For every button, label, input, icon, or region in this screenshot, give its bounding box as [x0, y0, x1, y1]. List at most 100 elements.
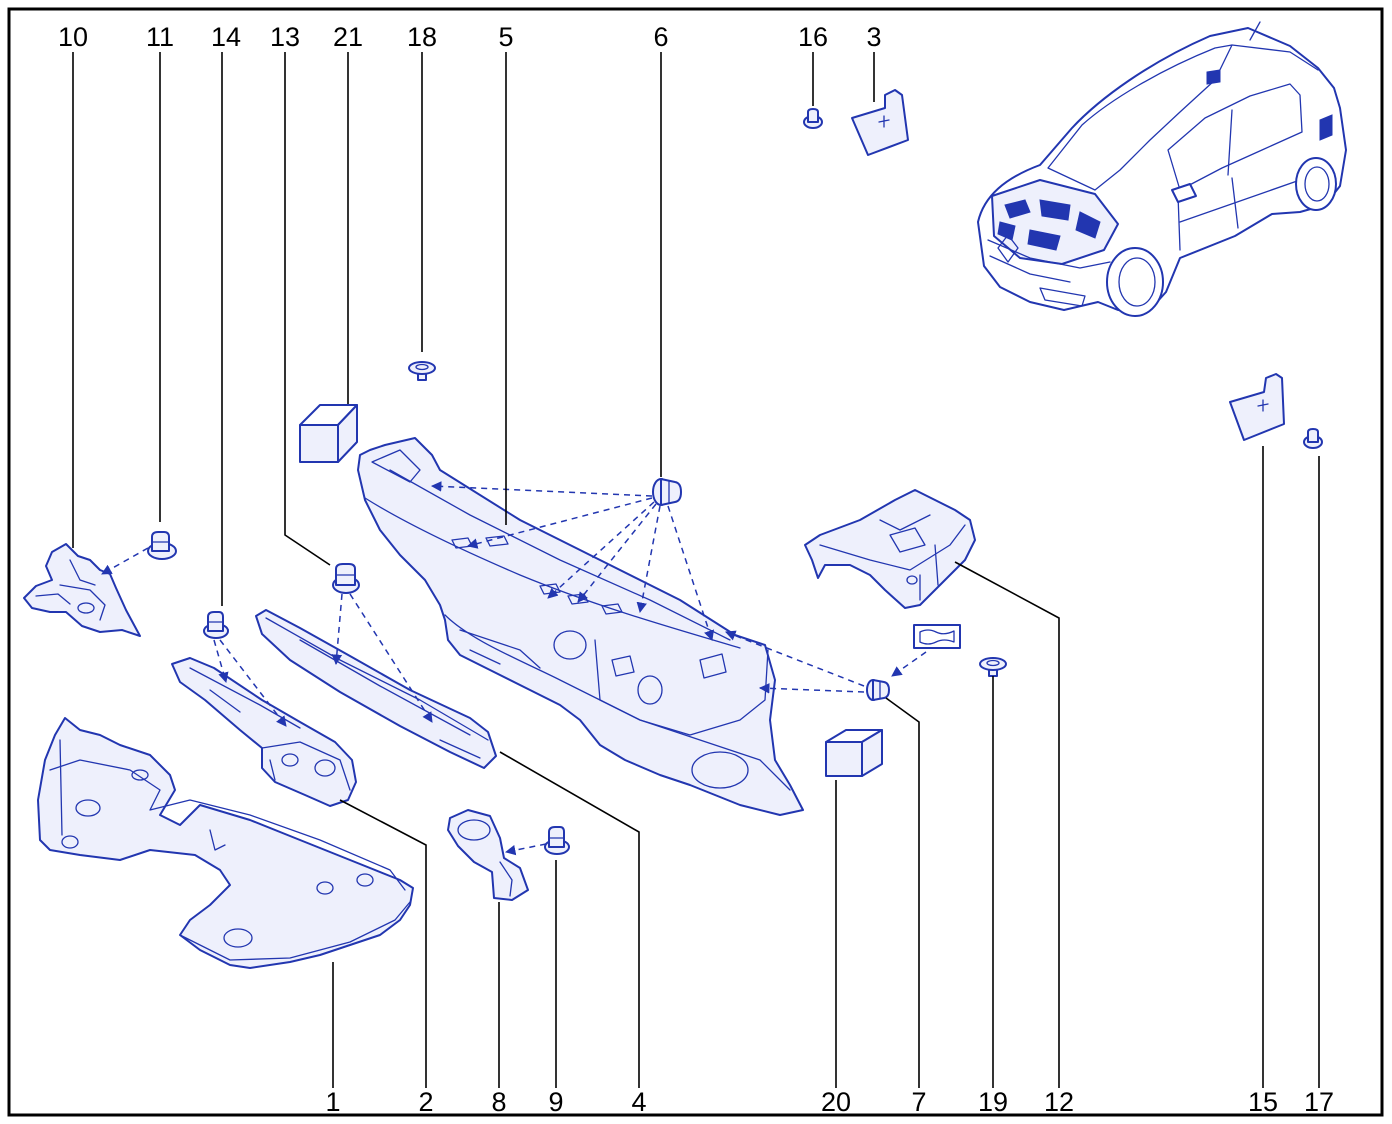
- callout-10: 10: [58, 22, 88, 52]
- part-16-clip-detail: [807, 108, 819, 123]
- vehicle-rear-light: [1319, 114, 1333, 141]
- gasket: [913, 624, 961, 649]
- callout-20: 20: [821, 1087, 851, 1117]
- part-1-panel-detail: [61, 835, 79, 849]
- part-15-tag-detail: [1229, 373, 1285, 441]
- part-8-bracket-detail: [499, 861, 513, 897]
- part-12-panel-detail: [919, 544, 939, 601]
- part-2-bracket: [171, 657, 357, 807]
- vehicle-illustration: [977, 21, 1347, 317]
- part-10-detail: [77, 602, 95, 614]
- part-10: [23, 543, 141, 637]
- part-21-block-detail: [337, 404, 358, 463]
- part-18-clip-detail: [408, 361, 436, 375]
- vehicle-door-lines: [1177, 177, 1301, 251]
- vehicle-rear-wheel-hub: [1304, 166, 1330, 202]
- part-2-bracket-detail: [314, 759, 336, 777]
- part-5-panel-detail: [691, 751, 749, 789]
- part-20-block: [825, 729, 883, 777]
- part-5-panel-detail: [357, 437, 804, 816]
- callout-4: 4: [631, 1087, 646, 1117]
- dashed-arrow-14-to-2-b: [219, 639, 287, 727]
- part-1-panel-detail: [179, 901, 411, 961]
- part-5-panel-detail: [611, 653, 727, 679]
- part-19-clip: [979, 657, 1007, 677]
- part-1-panel-detail: [316, 881, 334, 895]
- part-18-clip: [408, 361, 436, 381]
- part-10-detail: [59, 584, 106, 621]
- callout-5: 5: [498, 22, 513, 52]
- callout-1: 1: [325, 1087, 340, 1117]
- vehicle-windshield: [1047, 44, 1233, 191]
- part-3-tag-detail: [851, 89, 909, 156]
- vehicle-roof-marker: [1206, 69, 1221, 85]
- part-4-strip: [255, 609, 497, 769]
- callout-7: 7: [911, 1087, 926, 1117]
- dashed-arrow-6-to-5-c: [547, 501, 655, 599]
- part-5-panel: [357, 437, 804, 816]
- callout-9: 9: [548, 1087, 563, 1117]
- dashed-arrow-6-to-5-e: [636, 505, 661, 614]
- part-20-block-detail: [825, 741, 863, 777]
- part-2-bracket-detail: [281, 753, 299, 767]
- callout-18: 18: [407, 22, 437, 52]
- callout-12: 12: [1044, 1087, 1074, 1117]
- part-12-panel-detail: [906, 575, 918, 585]
- part-20-block-detail: [861, 729, 883, 777]
- part-2-bracket-detail: [209, 689, 276, 781]
- vehicle-logo: [997, 234, 1019, 263]
- part-5-panel-detail: [553, 630, 587, 660]
- part-12-panel-detail: [804, 489, 976, 609]
- part-10-detail: [23, 543, 141, 637]
- part-8-bracket-detail: [457, 819, 491, 841]
- gasket-detail: [913, 624, 961, 649]
- part-19-clip-detail: [986, 659, 1000, 667]
- vehicle-engine-components: [997, 199, 1101, 251]
- part-5-panel-detail: [371, 449, 421, 483]
- part-1-panel: [37, 717, 414, 969]
- diagram-frame: [7, 7, 1384, 1117]
- part-10-detail: [35, 593, 71, 605]
- part-5-panel-detail: [637, 675, 663, 705]
- part-6-clip: [652, 478, 682, 506]
- dashed-arrow-7-to-5-b: [758, 683, 865, 694]
- part-7-clip: [866, 679, 890, 701]
- part-1-panel-detail: [356, 873, 374, 887]
- callout-3: 3: [866, 22, 881, 52]
- dashed-arrow-6-to-5-d: [577, 503, 657, 603]
- part-12-panel: [804, 489, 976, 609]
- vehicle-b-pillar: [1227, 109, 1233, 176]
- callout-8: 8: [491, 1087, 506, 1117]
- vehicle-mirror: [1171, 183, 1197, 203]
- part-15-tag: [1229, 373, 1285, 441]
- vehicle-headlight: [1039, 287, 1086, 307]
- leader-line-7: [885, 697, 920, 1088]
- dashed-arrow-6-to-5-b: [466, 497, 653, 549]
- leader-line-4: [499, 751, 640, 1088]
- part-15-tag-detail: [1257, 399, 1269, 412]
- part-6-clip-detail: [660, 478, 682, 506]
- part-12-panel-detail: [819, 524, 966, 571]
- dashed-arrow-11-to-10: [101, 547, 149, 575]
- part-14-clip: [203, 611, 229, 639]
- part-8-bracket-detail: [447, 809, 529, 901]
- part-5-panel-detail: [364, 497, 741, 649]
- dashed-arrow-13-to-4-b: [349, 593, 433, 723]
- dashed-arrow-gasket-to-7: [891, 651, 927, 677]
- callout-17: 17: [1304, 1087, 1334, 1117]
- leader-line-2: [339, 799, 427, 1088]
- dashed-arrow-14-to-2-a: [213, 639, 229, 684]
- leader-line-12: [954, 561, 1060, 1088]
- dashed-arrow-13-to-4-a: [331, 593, 343, 666]
- callout-6: 6: [653, 22, 668, 52]
- part-1-panel-detail: [49, 759, 406, 891]
- callout-21: 21: [333, 22, 363, 52]
- callout-11: 11: [146, 22, 174, 52]
- part-5-panel-detail: [389, 469, 731, 641]
- part-7-clip-detail: [872, 679, 890, 701]
- part-1-panel-detail: [37, 717, 414, 969]
- part-21-block: [299, 404, 358, 463]
- vehicle-roof-line: [1231, 44, 1319, 71]
- part-1-panel-detail: [223, 928, 253, 948]
- dashed-arrow-9-to-8: [504, 843, 547, 856]
